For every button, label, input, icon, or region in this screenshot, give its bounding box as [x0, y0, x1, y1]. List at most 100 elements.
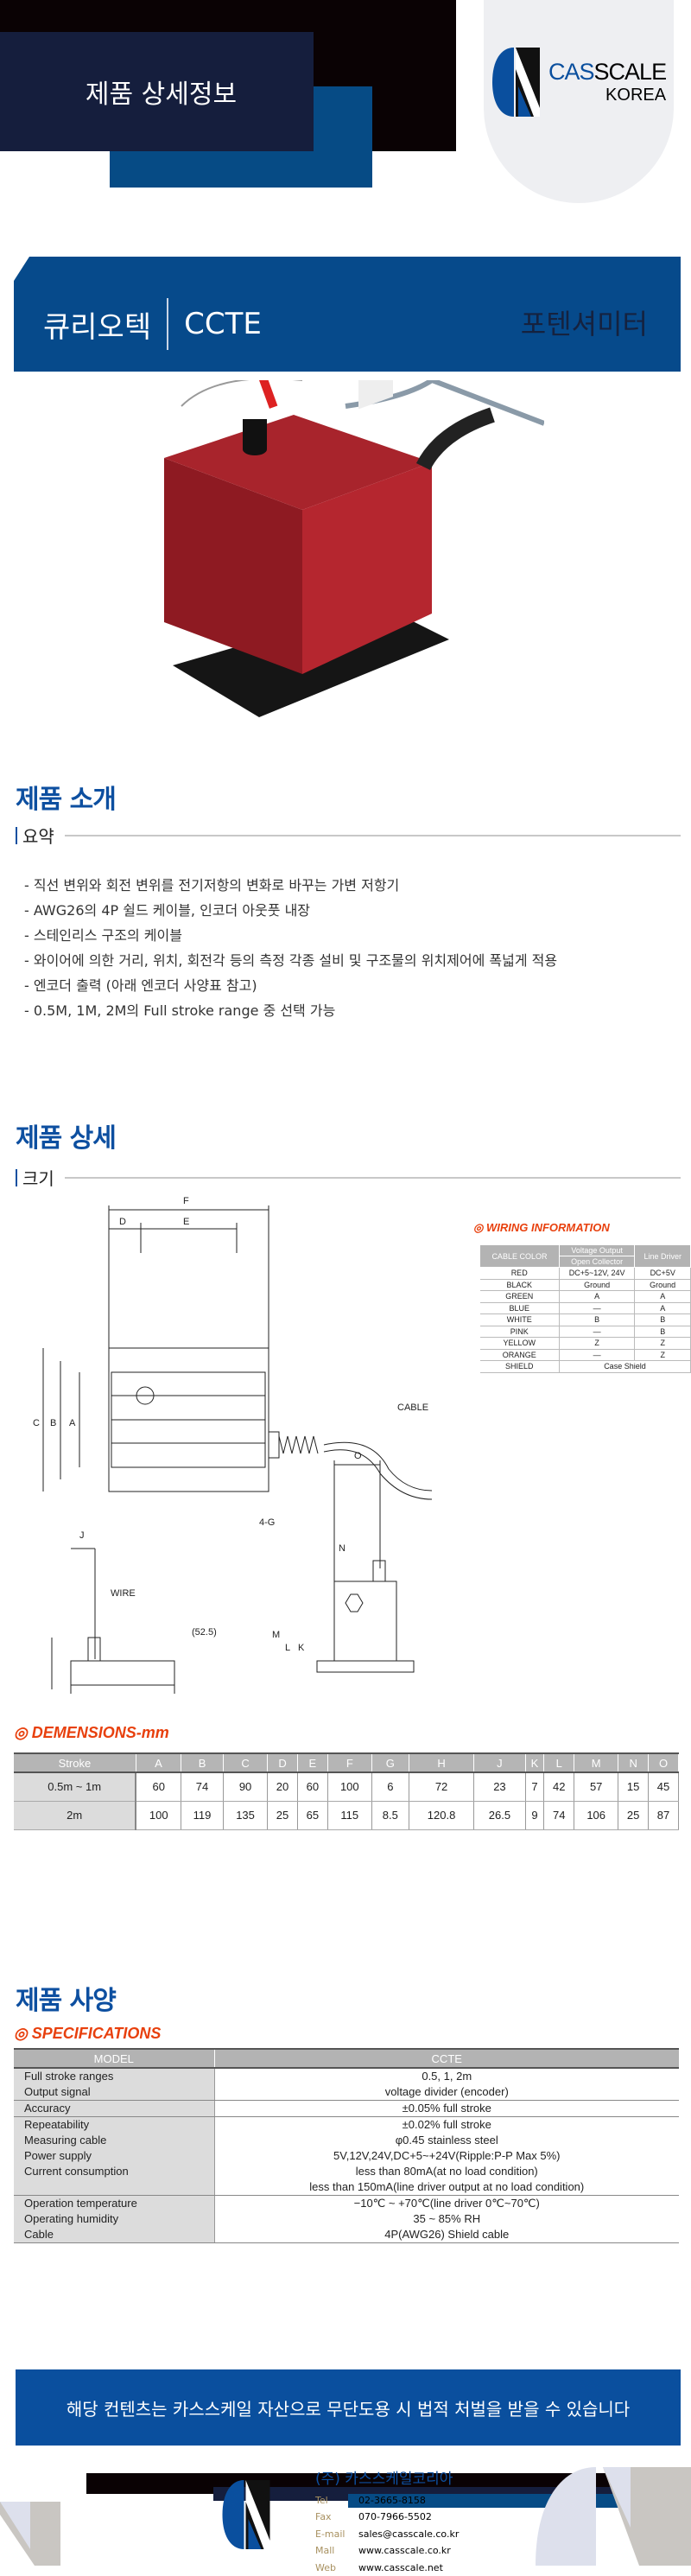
target-icon: ◎ [14, 2025, 32, 2042]
subsection-label: 크기 [22, 1165, 54, 1190]
table-row: Repeatability±0.02% full stroke [14, 2117, 679, 2134]
col-header: E [297, 1753, 327, 1772]
brand-scale: SCALE [594, 59, 667, 85]
bullet-item: - 엔코더 출력 (아래 엔코더 사양표 참고) [24, 973, 557, 998]
dim-label-A: A [69, 1418, 76, 1428]
dim-label-K: K [298, 1643, 305, 1653]
cell: GREEN [480, 1291, 560, 1303]
dim-label-N: N [339, 1543, 346, 1554]
dim-label-F: F [183, 1196, 189, 1206]
accent-bar [16, 1169, 17, 1186]
spec-key: Measuring cable [14, 2133, 214, 2148]
spec-value: ±0.02% full stroke [214, 2117, 679, 2134]
cell: Ground [635, 1279, 691, 1291]
table-row: PINK—B [480, 1326, 691, 1338]
cell: 25 [268, 1801, 298, 1829]
cell: DC+5V [635, 1268, 691, 1280]
cell: YELLOW [480, 1338, 560, 1350]
contact-value: 02-3665-8158 [358, 2495, 426, 2506]
cell: BLUE [480, 1302, 560, 1314]
cell: 120.8 [409, 1801, 474, 1829]
cell: 135 [224, 1801, 268, 1829]
table-row: BLUE—A [480, 1302, 691, 1314]
cell: 57 [574, 1772, 618, 1801]
cell: Z [635, 1338, 691, 1350]
cell: BLACK [480, 1279, 560, 1291]
cell: 2m [14, 1801, 136, 1829]
cell: 45 [649, 1772, 679, 1801]
dim-label-52-5: (52.5) [192, 1627, 217, 1638]
col-header: C [224, 1753, 268, 1772]
divider [167, 298, 168, 350]
col-header: Stroke [14, 1753, 136, 1772]
col-header: J [474, 1753, 525, 1772]
spec-key: Current consumption [14, 2164, 214, 2179]
col-header: O [649, 1753, 679, 1772]
cell: 23 [474, 1772, 525, 1801]
spec-value: 35 ~ 85% RH [214, 2211, 679, 2227]
cell: B [635, 1326, 691, 1338]
col-header: L [544, 1753, 574, 1772]
dim-label-E: E [183, 1217, 189, 1227]
cell: A [559, 1291, 634, 1303]
spec-value: voltage divider (encoder) [214, 2084, 679, 2101]
contact-value[interactable]: sales@casscale.co.kr [358, 2528, 459, 2540]
dimensions-title: ◎ DEMENSIONS-mm [14, 1724, 169, 1742]
cell: 106 [574, 1801, 618, 1829]
copyright-notice: 해당 컨텐츠는 카스스케일 자산으로 무단도용 시 법적 처벌을 받을 수 있습… [16, 2369, 681, 2446]
cell: 7 [525, 1772, 544, 1801]
section-title-detail: 제품 상세 [16, 1116, 116, 1154]
spec-value: ±0.05% full stroke [214, 2101, 679, 2117]
divider [65, 835, 681, 836]
spec-value: 4P(AWG26) Shield cable [214, 2227, 679, 2243]
contact-label: Tel [315, 2492, 358, 2509]
dim-label-M: M [272, 1630, 280, 1640]
product-model: CCTE [184, 307, 262, 341]
subsection-size: 크기 [16, 1165, 681, 1190]
cell: 100 [327, 1772, 371, 1801]
cell: 60 [136, 1772, 181, 1801]
spec-value: 0.5, 1, 2m [214, 2068, 679, 2084]
col-header: Voltage Output [559, 1245, 634, 1256]
wiring-title-text: WIRING INFORMATION [486, 1221, 610, 1234]
cell: 74 [181, 1772, 224, 1801]
target-icon: ◎ [14, 1724, 32, 1741]
cell: 87 [649, 1801, 679, 1829]
cell: 26.5 [474, 1801, 525, 1829]
table-row: less than 150mA(line driver output at no… [14, 2179, 679, 2196]
subsection-label: 요약 [22, 823, 54, 848]
spec-key: Operation temperature [14, 2196, 214, 2212]
cell: 74 [544, 1801, 574, 1829]
spec-value: less than 150mA(line driver output at no… [214, 2179, 679, 2196]
specs-title: ◎ SPECIFICATIONS [14, 2025, 161, 2043]
page-title: 제품 상세정보 [0, 32, 314, 151]
bullet-item: - 스테인리스 구조의 케이블 [24, 923, 557, 948]
col-header: B [181, 1753, 224, 1772]
spec-key: Cable [14, 2227, 214, 2243]
cell: Z [635, 1349, 691, 1361]
contact-value: 070-7966-5502 [358, 2511, 432, 2522]
wire-label: WIRE [111, 1588, 136, 1599]
contact-value[interactable]: www.casscale.co.kr [358, 2545, 451, 2556]
specs-title-text: SPECIFICATIONS [32, 2025, 162, 2042]
dim-label-L: L [285, 1643, 290, 1653]
spec-value: 5V,12V,24V,DC+5~+24V(Ripple:P-P Max 5%) [214, 2148, 679, 2164]
intro-bullets: - 직선 변위와 회전 변위를 전기저항의 변화로 바꾸는 가변 저항기 - A… [24, 873, 557, 1023]
brand-cas: CAS [548, 59, 594, 85]
contact-value[interactable]: www.casscale.net [358, 2562, 443, 2573]
watermark-right [536, 2467, 691, 2566]
bullet-item: - AWG26의 4P 쉴드 케이블, 인코더 아웃풋 내장 [24, 898, 557, 923]
col-header: F [327, 1753, 371, 1772]
product-category: 포텐셔미터 [521, 302, 648, 342]
